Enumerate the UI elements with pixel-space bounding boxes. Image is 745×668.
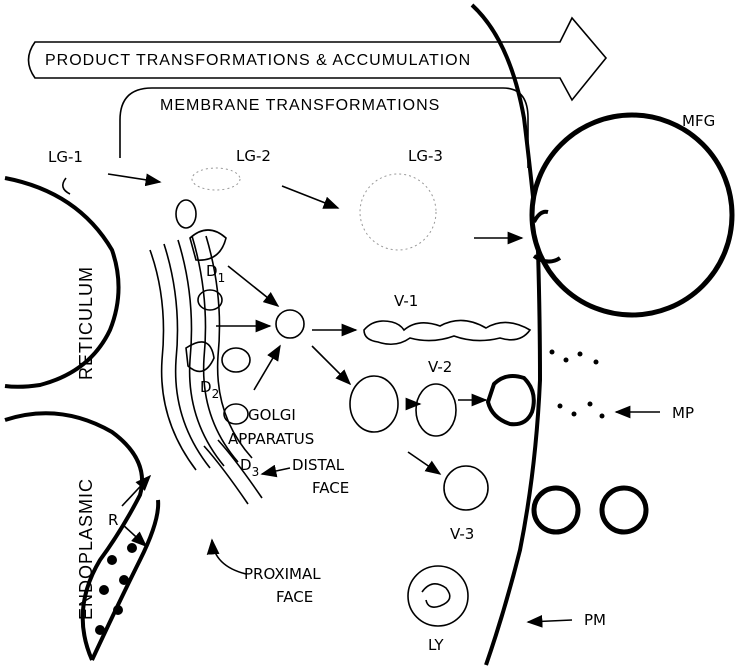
apparatus-label: APPARATUS bbox=[228, 430, 314, 448]
plasma-membrane bbox=[472, 5, 540, 665]
lg3-label: LG-3 bbox=[408, 147, 443, 165]
membrane-transformations-banner: MEMBRANE TRANSFORMATIONS bbox=[120, 88, 528, 168]
v2-vesicle-a bbox=[350, 376, 398, 432]
d2-vesicle bbox=[222, 348, 250, 372]
reticulum-label: RETICULUM bbox=[76, 266, 96, 380]
lg2-droplet bbox=[192, 168, 240, 190]
lg1-label: LG-1 bbox=[48, 148, 83, 166]
v1-label: V-1 bbox=[394, 292, 418, 310]
milk-fat-globule: MFG bbox=[532, 112, 732, 315]
d2-label: D2 bbox=[200, 378, 219, 401]
endoplasmic-reticulum: RETICULUM ENDOPLASMIC R bbox=[5, 178, 158, 660]
golgi-apparatus: D1 D2 GOLGI APPARATUS D3 DISTAL FACE PRO… bbox=[150, 200, 349, 606]
distal-face-label-line1: DISTAL bbox=[292, 456, 345, 474]
golgi-small-vesicle bbox=[224, 404, 248, 424]
exocytosed-vesicle-2 bbox=[602, 488, 646, 532]
endoplasmic-label: ENDOPLASMIC bbox=[76, 478, 96, 620]
transport-vesicle bbox=[276, 310, 304, 338]
golgi-label: GOLGI bbox=[248, 406, 296, 424]
pm-label: PM bbox=[584, 611, 606, 629]
proximal-face-label-line2: FACE bbox=[276, 588, 313, 606]
product-transformations-label: PRODUCT TRANSFORMATIONS & ACCUMULATION bbox=[45, 52, 471, 69]
lysosome: LY bbox=[408, 566, 468, 654]
exocytosed-vesicle-1 bbox=[534, 488, 578, 532]
plasma-membrane-label: PM bbox=[528, 611, 606, 629]
mp-label: MP bbox=[672, 404, 694, 422]
v3-vesicle bbox=[444, 466, 488, 510]
v2-vesicle-b bbox=[416, 384, 456, 436]
membrane-transformations-label: MEMBRANE TRANSFORMATIONS bbox=[160, 97, 440, 114]
secretory-pathway: V-1 V-2 V-3 bbox=[216, 266, 646, 543]
v2-fusing-vesicle bbox=[488, 376, 534, 424]
r-label: R bbox=[108, 511, 118, 529]
v2-label: V-2 bbox=[428, 358, 452, 376]
golgi-vesicle bbox=[176, 200, 196, 228]
lg3-droplet bbox=[360, 174, 436, 250]
lg2-label: LG-2 bbox=[236, 147, 271, 165]
d3-label: D3 bbox=[240, 456, 259, 479]
v3-label: V-3 bbox=[450, 525, 474, 543]
distal-face-label-line2: FACE bbox=[312, 479, 349, 497]
proximal-face-label-line1: PROXIMAL bbox=[244, 565, 321, 583]
lipid-droplets: LG-1 LG-2 LG-3 bbox=[48, 147, 522, 250]
v1-vesicle-chain bbox=[364, 320, 530, 344]
milk-proteins: MP bbox=[550, 350, 695, 423]
mfg-label: MFG bbox=[682, 112, 715, 130]
ly-label: LY bbox=[428, 636, 444, 654]
